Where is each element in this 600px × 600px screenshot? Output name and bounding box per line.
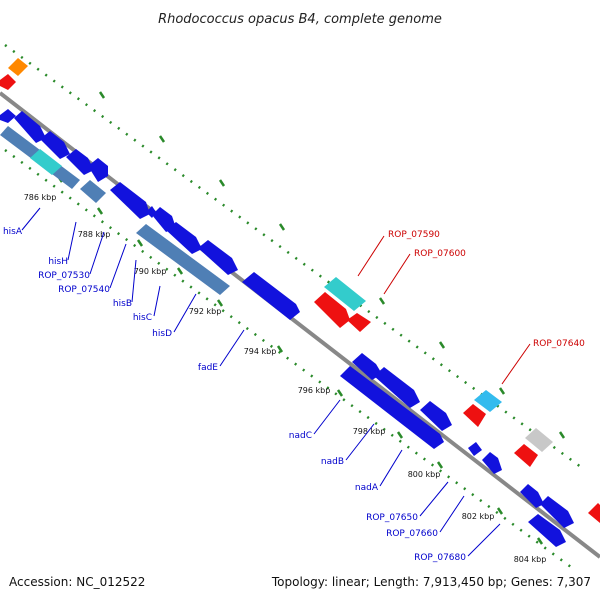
scale-label: 786 kbp [24, 193, 57, 202]
cds-his-cluster-2[interactable] [14, 111, 46, 143]
cds-red-edge[interactable] [588, 503, 600, 523]
upper-tick-row [4, 43, 586, 472]
cds-rop-07590[interactable] [324, 277, 366, 311]
gene-label[interactable]: hisD [152, 329, 172, 339]
cds-feature-red[interactable] [0, 74, 16, 90]
leader-lines-lower [21, 207, 501, 557]
cds-red-rop-07640-pair[interactable] [463, 404, 486, 427]
cds-his-cluster-5[interactable] [88, 158, 108, 182]
cds-rop-07600[interactable] [314, 292, 350, 328]
cds-red-lower-right[interactable] [514, 444, 538, 467]
scale-label: 804 kbp [514, 555, 547, 564]
gene-label[interactable]: hisH [48, 257, 68, 267]
cds-cyan-hisA[interactable] [30, 149, 62, 175]
gene-label[interactable]: ROP_07600 [414, 249, 466, 259]
cds-red-small[interactable] [347, 313, 371, 332]
scale-label: 788 kbp [78, 230, 111, 239]
scale-label: 800 kbp [408, 470, 441, 479]
gene-label[interactable]: hisC [133, 313, 152, 323]
cds-rop-07660b[interactable] [540, 496, 574, 528]
gene-labels-lower: hisA hisH ROP_07530 ROP_07540 hisB hisC … [3, 227, 466, 563]
genome-summary-text: Topology: linear; Length: 7,913,450 bp; … [271, 575, 591, 589]
scale-label: 796 kbp [298, 386, 331, 395]
cds-nad-cluster-2[interactable] [374, 367, 420, 408]
cds-his-cluster-4[interactable] [66, 149, 94, 175]
cds-lower-strand[interactable] [0, 109, 574, 547]
gene-label[interactable]: ROP_07590 [388, 230, 440, 240]
scale-label: 802 kbp [462, 512, 495, 521]
cds-rop-07640[interactable] [474, 390, 502, 412]
scale-label: 790 kbp [134, 267, 167, 276]
cds-nadB-long[interactable] [340, 366, 444, 449]
gene-label[interactable]: nadC [289, 431, 312, 441]
lower-tick-row [4, 148, 576, 572]
cds-his-cluster-9[interactable] [166, 222, 202, 254]
cds-nad-cluster-3[interactable] [420, 401, 452, 431]
cds-rop-07660[interactable] [520, 484, 544, 508]
gene-label[interactable]: ROP_07540 [58, 285, 110, 295]
cds-fadE[interactable] [242, 272, 300, 320]
scale-label: 794 kbp [244, 347, 277, 356]
major-ticks [56, 91, 566, 545]
gene-label[interactable]: hisA [3, 227, 23, 237]
cds-upper-strand[interactable] [0, 58, 600, 523]
cds-steel-hisH[interactable] [80, 180, 106, 203]
cds-rop-07650[interactable] [482, 452, 502, 474]
scale-labels: 786 kbp 788 kbp 790 kbp 792 kbp 794 kbp … [24, 193, 547, 564]
gene-label[interactable]: ROP_07680 [414, 553, 466, 563]
gene-label[interactable]: ROP_07530 [38, 271, 90, 281]
gene-label[interactable]: nadA [355, 483, 379, 493]
leader-lines-upper [357, 235, 531, 385]
cds-his-cluster-3[interactable] [40, 131, 70, 159]
cds-his-cluster-10[interactable] [198, 240, 238, 275]
cds-his-cluster-1[interactable] [0, 109, 16, 123]
cds-nadA-small[interactable] [468, 442, 482, 456]
scale-label: 798 kbp [353, 427, 386, 436]
cds-nad-cluster-1[interactable] [352, 353, 382, 380]
gene-label[interactable]: fadE [198, 363, 218, 373]
cds-gray[interactable] [525, 428, 553, 452]
gene-label[interactable]: nadB [321, 457, 344, 467]
map-title: Rhodococcus opacus B4, complete genome [158, 12, 442, 27]
cds-his-cluster-6[interactable] [110, 182, 150, 219]
scale-label: 792 kbp [189, 307, 222, 316]
cds-rop-07680[interactable] [528, 514, 566, 547]
gene-label[interactable]: ROP_07650 [366, 513, 418, 523]
cds-his-cluster-8[interactable] [152, 207, 176, 232]
gene-labels-upper: ROP_07590 ROP_07600 ROP_07640 [388, 230, 585, 349]
accession-text: Accession: NC_012522 [9, 575, 145, 589]
gene-label[interactable]: ROP_07640 [533, 339, 585, 349]
cds-feature-orange[interactable] [8, 58, 28, 76]
gene-label[interactable]: ROP_07660 [386, 529, 438, 539]
cds-steel-hisD[interactable] [136, 224, 230, 295]
gene-label[interactable]: hisB [113, 299, 132, 309]
